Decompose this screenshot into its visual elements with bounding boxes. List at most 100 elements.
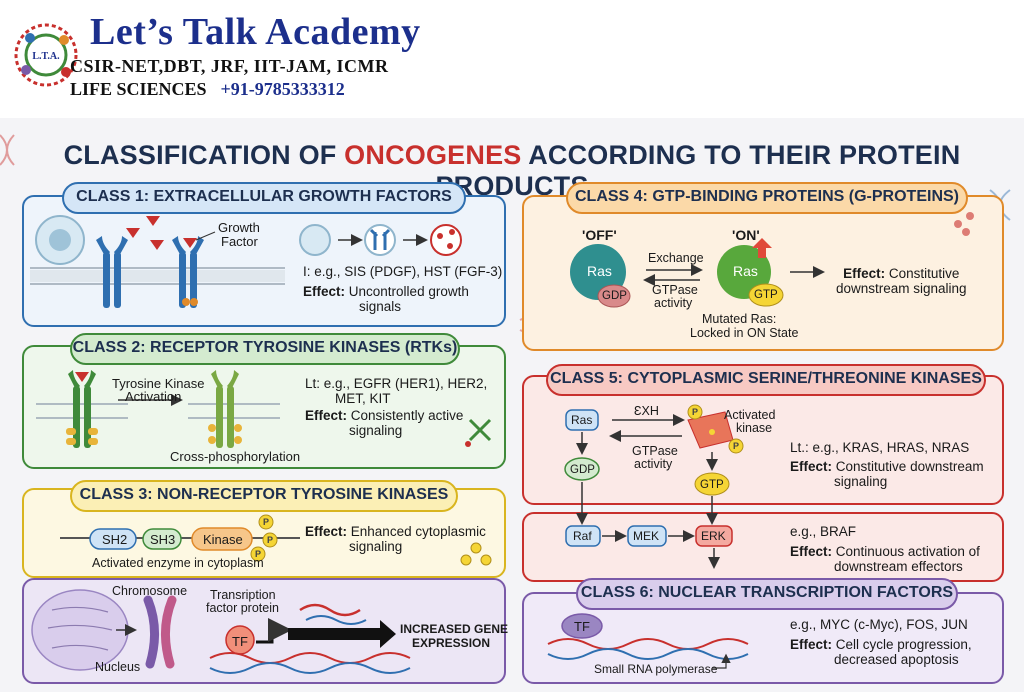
title-prefix: CLASSIFICATION OF [63,140,345,170]
growth-factor-ligand-icon [126,216,164,250]
mrna-icon [299,603,361,617]
svg-text:P: P [267,535,273,545]
class4-gtpase-1: GTPase [652,283,698,297]
class5-effect-2: signaling [834,474,888,489]
class3-title: CLASS 3: NON-RECEPTOR TYROSINE KINASES [70,480,458,512]
membrane [30,267,285,285]
class2-examples-2: MET, KIT [335,391,391,406]
class5-activated-1: Activated [724,408,776,422]
expression-arrow-icon [288,620,396,648]
class6-title: CLASS 6: NUCLEAR TRANSCRIPTION FACTORS [576,578,958,610]
rtk-active-icon [208,370,242,448]
class2-examples: Lt: e.g., EGFR (HER1), HER2,MET, KIT [305,376,487,406]
class1-effect-1: Uncontrolled growth [348,284,469,299]
effect-label: Effect: [790,459,833,474]
class6-effect-1: Cell cycle progression, [835,637,972,652]
kinase-domain [191,527,253,551]
class3-domain-kinase: Kinase [203,532,243,547]
class5-effect-b-1: Continuous activation of [835,544,980,559]
phone-number: +91-9785333312 [220,79,345,99]
class4-effect-1: Constitutive [888,266,960,281]
header: L.T.A. Let’s Talk Academy CSIR-NET,DBT, … [0,0,1024,118]
class6-effect-2: decreased apoptosis [834,652,959,667]
class2-arrow-label-2: Activation [125,389,182,404]
gdp-icon [597,284,631,308]
class4-gtp: GTP [754,289,778,301]
erk-box [695,525,733,547]
class5-title: CLASS 5: CYTOPLASMIC SERINE/THREONINE KI… [546,364,986,396]
raf-box [565,525,601,547]
class1-ligand-label-2: Factor [221,234,258,249]
dna-icon [209,652,411,674]
scissors-icon [465,418,492,447]
class6-examples: e.g., MYC (c-Myc), FOS, JUN [790,617,968,632]
small-cell-icon [299,224,331,256]
class4-exchange: Exchange [648,251,704,265]
class6-effect: Effect: Cell cycle progression,decreased… [790,637,972,667]
class4-mutated-1: Mutated Ras: [702,312,777,326]
dna-icon [547,638,749,660]
class3-domain-sh2: SH2 [102,532,128,547]
effect-label: Effect: [305,524,348,539]
phosphate-icon [728,438,744,454]
class5-gdp: GDP [570,464,595,476]
chromosome-icon [143,595,177,669]
class2-effect-2: signaling [349,423,403,438]
class1-ligand-label-1: Growth [218,220,260,235]
class5-effect-1: Constitutive downstream [835,459,984,474]
class1-panel [22,195,506,327]
class1-effect-2: signals [359,299,402,314]
title-highlight: ONCOGENES [344,140,522,170]
class5-effect-b-2: downstream effectors [834,559,963,574]
phosphate-icon [250,514,492,566]
class4-effect-2: downstream signaling [836,281,967,296]
effect-label: Effect: [303,284,346,299]
gtp-icon [748,283,784,307]
phosphate-icon [687,404,703,420]
output-label-2: EXPRESSION [412,636,491,650]
class5-examples: Lt.: e.g., KRAS, HRAS, NRAS [790,440,970,455]
class1-examples: I: e.g., SIS (PDGF), HST (FGF-3) [303,264,503,279]
class4-mutated-2: Locked in ON State [690,326,799,340]
growth-factor-bound-icon [183,238,197,248]
class2-title: CLASS 2: RECEPTOR TYROSINE KINASES (RTKs… [70,333,460,365]
output-label-1: INCREASED GENE [400,622,509,636]
class5-gtp: GTP [700,479,724,491]
svg-text:P: P [263,517,269,527]
sh2-domain [89,528,137,550]
up-arrow-icon [752,238,772,258]
class2-effect-1: Consistently active [350,408,464,423]
class4-off-label: 'OFF' [582,227,617,243]
class5-mek: MEK [633,529,660,543]
class4-gdp: GDP [602,290,627,302]
class5-exh: ƐXH [634,404,659,418]
tf-protein-label-2: factor protein [206,601,279,615]
class2-bottom-label: Cross-phosphorylation [170,449,301,464]
class3-effect-1: Enhanced cytoplasmic [350,524,486,539]
class4-ras-on: Ras [733,263,758,279]
chromosome-label: Chromosome [112,584,188,598]
class2-examples-1: Lt: e.g., EGFR (HER1), HER2, [305,376,488,391]
academy-logo-icon: L.T.A. [14,23,78,87]
class4-ras-off: Ras [587,263,612,279]
svg-text:P: P [692,407,698,417]
mek-box [627,525,667,547]
class5-examples-b: e.g., BRAF [790,524,857,539]
nucleus-label: Nucleus [95,660,141,674]
tf-label: TF [232,634,248,649]
class5-gtpase-1: GTPase [632,444,678,458]
molecule-icon [954,212,974,236]
gdp-icon [564,457,600,481]
tf-protein-label-1: Transription [210,588,276,602]
class2-arrow-label-1: Tyrosine Kinase [112,376,205,391]
